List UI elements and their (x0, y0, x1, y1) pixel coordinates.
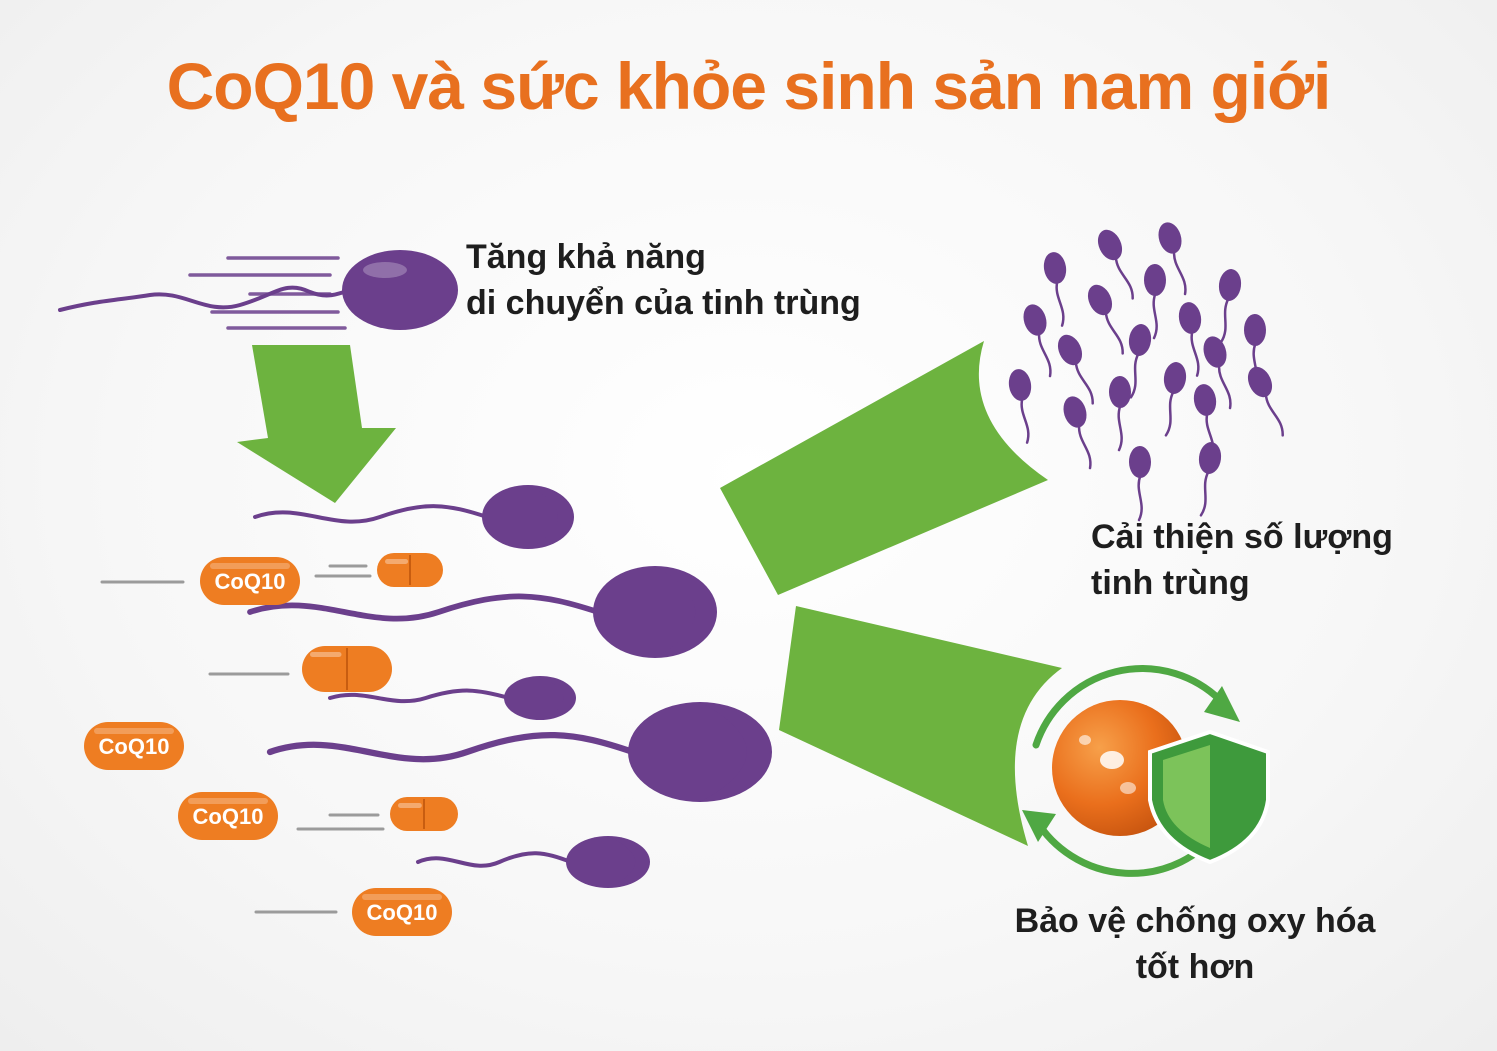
label-antioxidant: Bảo vệ chống oxy hóa tốt hơn (980, 898, 1410, 990)
label-antioxidant-line1: Bảo vệ chống oxy hóa (1014, 902, 1376, 940)
down-arrow-icon (237, 345, 396, 503)
sperm-icon (416, 836, 650, 888)
sperm-icon (1143, 264, 1167, 340)
motility-sperm-group (58, 250, 458, 330)
sperm-icon (342, 250, 458, 330)
cycle-arrowhead-top (1204, 686, 1240, 722)
capsule-icon (390, 797, 458, 831)
sperm-icon (1128, 446, 1152, 522)
cycle-arrowhead-bottom (1022, 810, 1056, 842)
sperm-icon (247, 566, 717, 658)
label-antioxidant-line2: tốt hơn (1135, 948, 1255, 986)
sperm-icon (1178, 302, 1202, 377)
sperm-icon (1008, 369, 1032, 444)
sperm-icon (1198, 442, 1222, 517)
capsule-icon: CoQ10 (352, 888, 452, 936)
sperm-icon (253, 485, 574, 549)
capsule-icon (377, 553, 443, 587)
shield-icon (1148, 729, 1270, 865)
sperm-icon (266, 702, 772, 802)
capsule-speed-lines (100, 564, 385, 914)
arrow-to-antioxidant (779, 606, 1062, 846)
capsule-icon: CoQ10 (178, 792, 278, 840)
sperm-icon (1158, 222, 1187, 296)
capsule-label: CoQ10 (193, 804, 264, 829)
capsule-icon: CoQ10 (200, 557, 300, 605)
sperm-icon (1043, 252, 1067, 327)
speed-lines (188, 256, 347, 330)
sperm-icon (1128, 324, 1152, 399)
sperm-icon (1218, 269, 1242, 344)
label-count: Cải thiện số lượng tinh trùng (1091, 514, 1393, 606)
capsule-label: CoQ10 (215, 569, 286, 594)
antioxidant-group (1022, 665, 1270, 877)
sperm-icon (1063, 396, 1092, 470)
label-count-line1: Cải thiện số lượng (1091, 518, 1393, 556)
sperm-icon (1087, 284, 1124, 355)
capsule-icon: CoQ10 (84, 722, 184, 770)
capsule-icon (302, 646, 392, 692)
label-motility-line1: Tăng khả năng (466, 238, 706, 276)
sperm-icon (1247, 366, 1284, 437)
label-count-line2: tinh trùng (1091, 564, 1250, 602)
sperm-tail (58, 285, 354, 312)
sperm-icon (1108, 376, 1132, 452)
sperm-icon (1057, 334, 1094, 405)
arrow-to-count (720, 341, 1048, 595)
sperm-swarm (247, 485, 772, 888)
sperm-icon (1023, 304, 1052, 378)
sperm-icon (1203, 336, 1232, 410)
label-motility-line2: di chuyển của tinh trùng (466, 284, 861, 322)
label-motility: Tăng khả năng di chuyển của tinh trùng (466, 234, 861, 326)
page-title: CoQ10 và sức khỏe sinh sản nam giới (166, 49, 1332, 123)
sperm-icon (1097, 229, 1134, 300)
sperm-cluster (1008, 222, 1284, 522)
sperm-icon (328, 676, 576, 720)
sperm-icon (1163, 362, 1187, 437)
capsule-label: CoQ10 (367, 900, 438, 925)
capsule-label: CoQ10 (99, 734, 170, 759)
